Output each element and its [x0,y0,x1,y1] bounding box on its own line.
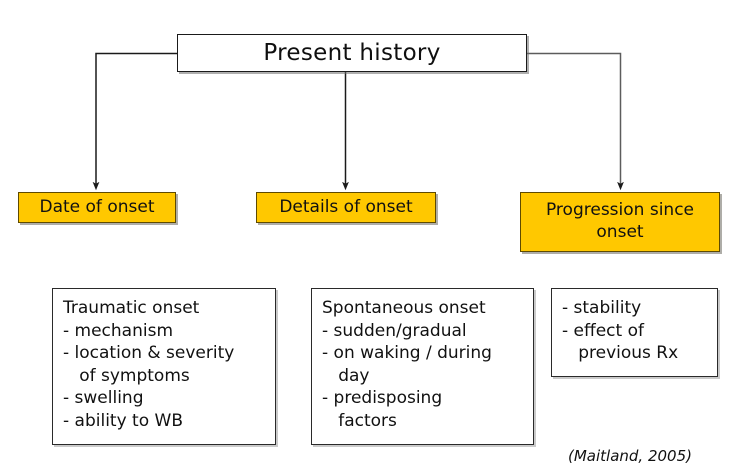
node-details-of-onset-label: Details of onset [279,196,413,217]
list-item: of symptoms [63,365,190,386]
connector-right [527,52,624,191]
node-progression-since-onset: Progression since onset [520,192,720,252]
citation-text: (Maitland, 2005) [568,447,692,465]
panel-spontaneous-onset-list: - sudden/gradual - on waking / during da… [322,320,524,433]
list-item: - swelling [63,388,144,409]
panel-traumatic-onset-heading: Traumatic onset [63,298,200,318]
list-item: - location & severity [63,343,235,364]
panel-progression-detail-list: - stability - effect of previous Rx [562,297,708,365]
connector-left [92,52,177,191]
panel-traumatic-onset: Traumatic onset - mechanism - location &… [52,288,276,445]
list-item: - ability to WB [63,411,183,432]
panel-progression-detail: - stability - effect of previous Rx [551,288,718,377]
list-item: - sudden/gradual [322,320,467,341]
list-item: previous Rx [562,343,679,364]
list-item: - stability [562,298,642,318]
list-item: day [322,365,370,386]
node-date-of-onset: Date of onset [18,192,176,223]
list-item: - effect of [562,320,644,341]
panel-spontaneous-onset: Spontaneous onset - sudden/gradual - on … [311,288,534,445]
panel-spontaneous-onset-heading: Spontaneous onset [322,298,486,318]
node-present-history: Present history [177,34,527,72]
list-item: - predisposing [322,388,443,409]
node-progression-since-onset-label: Progression since onset [545,200,694,242]
list-item: - on waking / during [322,343,492,364]
list-item: factors [322,411,397,432]
node-present-history-label: Present history [263,39,441,66]
node-details-of-onset: Details of onset [256,192,436,223]
list-item: - mechanism [63,320,174,341]
node-date-of-onset-label: Date of onset [39,196,155,217]
panel-traumatic-onset-list: - mechanism - location & severity of sym… [63,320,266,433]
